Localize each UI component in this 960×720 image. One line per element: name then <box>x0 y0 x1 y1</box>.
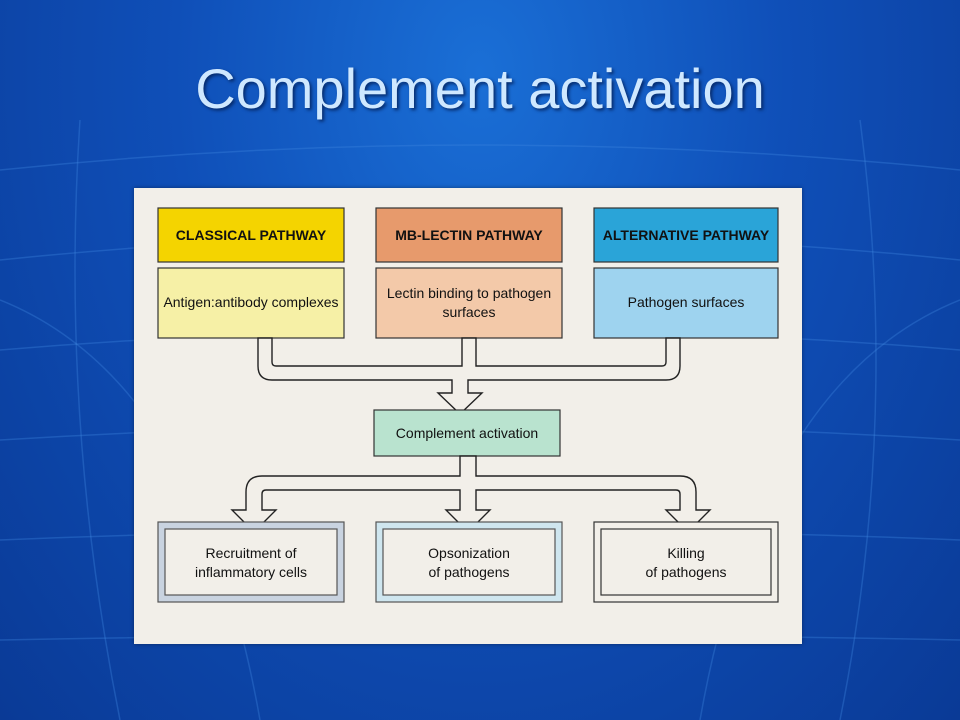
slide-title: Complement activation <box>195 57 765 120</box>
mb-lectin-trigger-box <box>375 267 563 339</box>
outcome-opsonization-inner <box>382 528 556 596</box>
outcome-killing: Killing of pathogens <box>593 521 779 603</box>
mb-lectin-pathway-label: MB-LECTIN PATHWAY <box>395 227 543 243</box>
classical-trigger-label: Antigen:antibody complexes <box>163 294 338 310</box>
complement-activation-label: Complement activation <box>396 425 538 441</box>
alternative-trigger-box <box>593 267 779 339</box>
alternative-pathway-label: ALTERNATIVE PATHWAY <box>603 227 770 243</box>
complement-pathway-diagram: CLASSICAL PATHWAY Antigen:antibody compl… <box>134 188 802 644</box>
mb-lectin-pathway-header <box>375 207 563 263</box>
diverging-arrow-shape <box>230 455 712 533</box>
converging-arrow-shape <box>257 337 681 415</box>
outcome-killing-inner <box>600 528 772 596</box>
outcome-killing-line-1: Killing <box>667 545 704 561</box>
outcome-recruitment-inner <box>164 528 338 596</box>
classical-pathway-label: CLASSICAL PATHWAY <box>176 227 327 243</box>
outcome-opsonization: Opsonization of pathogens <box>375 521 563 603</box>
complement-activation-box <box>373 409 561 457</box>
diverging-arrows <box>230 455 712 533</box>
mb-lectin-trigger-label-1: Lectin binding to pathogen <box>387 285 551 301</box>
alternative-pathway-header <box>593 207 779 263</box>
outcome-opsonization-line-1: Opsonization <box>428 545 510 561</box>
outcome-opsonization-line-2: of pathogens <box>429 564 510 580</box>
mb-lectin-trigger-label-2: surfaces <box>443 304 496 320</box>
outcome-recruitment-line-2: inflammatory cells <box>195 564 307 580</box>
alternative-trigger-label: Pathogen surfaces <box>628 294 745 310</box>
outcome-recruitment-line-1: Recruitment of <box>205 545 296 561</box>
outcome-killing-line-2: of pathogens <box>646 564 727 580</box>
classical-trigger-box <box>157 267 345 339</box>
classical-pathway-header <box>157 207 345 263</box>
diagram-canvas: CLASSICAL PATHWAY Antigen:antibody compl… <box>157 207 779 603</box>
converging-arrows <box>257 337 681 415</box>
mb-lectin-pathway: MB-LECTIN PATHWAY Lectin binding to path… <box>375 207 563 339</box>
outcome-recruitment: Recruitment of inflammatory cells <box>157 521 345 603</box>
alternative-pathway: ALTERNATIVE PATHWAY Pathogen surfaces <box>593 207 779 339</box>
classical-pathway: CLASSICAL PATHWAY Antigen:antibody compl… <box>157 207 345 339</box>
